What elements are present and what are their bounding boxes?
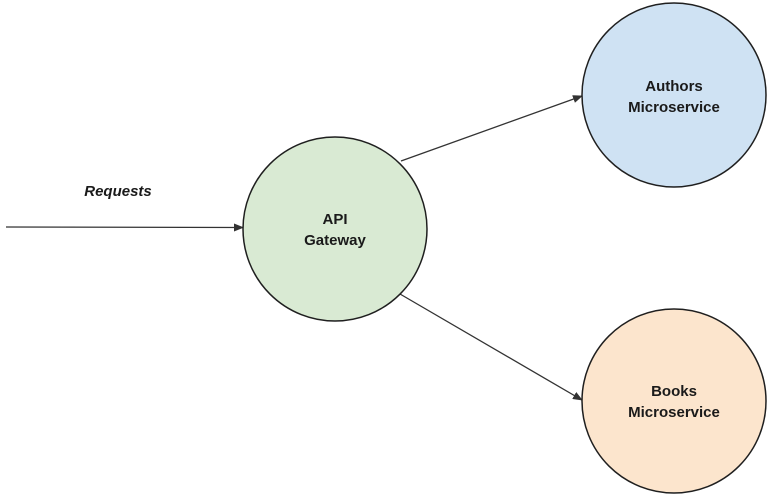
authors-microservice-circle <box>581 2 767 188</box>
api-gateway-label-line2: Gateway <box>304 232 366 249</box>
books-microservice-circle <box>581 308 767 494</box>
authors-microservice-label-line2: Microservice <box>628 99 720 116</box>
authors-microservice-label-line1: Authors <box>645 78 703 95</box>
api-gateway-label-line1: API <box>322 211 347 228</box>
books-microservice-label-line1: Books <box>651 383 697 400</box>
books-microservice-label-line2: Microservice <box>628 404 720 421</box>
api-gateway-circle <box>242 136 428 322</box>
edge-gateway-to-authors <box>400 95 583 162</box>
requests-edge-label: Requests <box>84 183 152 200</box>
authors-microservice-node[interactable]: Authors Microservice <box>581 2 767 188</box>
edge-requests-to-gateway <box>5 223 244 232</box>
books-microservice-node[interactable]: Books Microservice <box>581 308 767 494</box>
edge-gateway-to-books <box>399 293 583 401</box>
api-gateway-node[interactable]: API Gateway <box>242 136 428 322</box>
